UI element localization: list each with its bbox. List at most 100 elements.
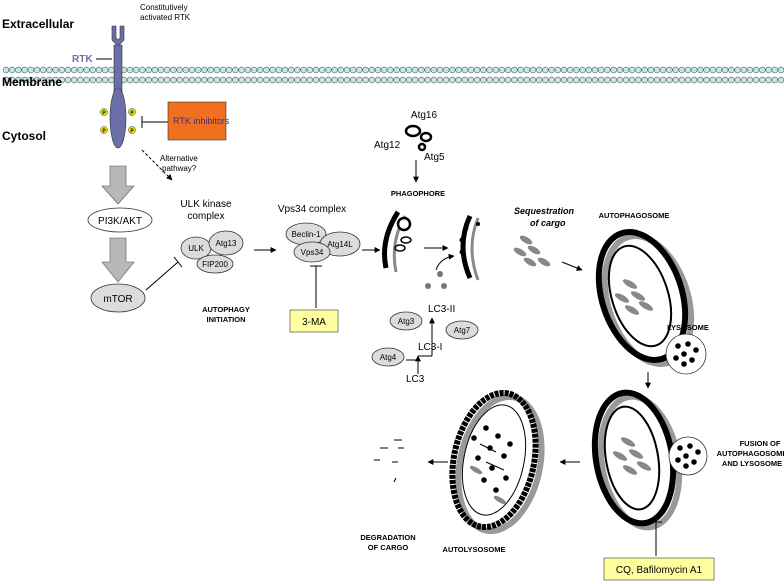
membrane-bead [505,76,512,84]
membrane-bead [622,66,630,74]
membrane-bead [126,76,134,84]
atg3-label: Atg3 [398,317,415,326]
atg4-node [371,347,405,367]
membrane-bead [2,76,10,84]
label-cytosol: Cytosol [2,129,46,143]
membrane-bead [164,76,171,84]
membrane-bead [672,66,679,74]
initiation-line2: INITIATION [206,315,245,324]
membrane-bead [616,76,623,84]
membrane-bead [89,66,97,74]
phospho-group [100,108,136,134]
membrane-bead [777,66,784,74]
membrane-bead [170,66,177,74]
membrane-bead [350,66,357,74]
membrane-bead [331,76,338,84]
sequestration-line1: Sequestration [514,206,575,216]
membrane-bead [58,66,65,74]
membrane-bead [126,66,134,74]
membrane-bead [250,76,258,84]
membrane-bead [492,66,499,74]
membrane-bead [461,76,468,84]
membrane-bead [474,66,481,74]
membrane-bead [275,66,282,74]
membrane-bead [232,76,239,84]
fusion-line1: FUSION OF [740,439,781,448]
membrane-bead [529,66,537,74]
cargo-group [513,235,551,267]
membrane-bead [554,76,561,84]
beclin-label: Beclin-1 [292,230,321,239]
membrane-bead [312,76,320,84]
membrane-bead [777,76,784,84]
degradation-line1: DEGRADATION [360,533,415,542]
membrane-bead [443,76,450,84]
membrane-bead [492,76,499,84]
membrane-bead [39,76,47,84]
membrane-bead [381,76,388,84]
membrane-bead [746,66,754,74]
membrane-bead [560,66,568,74]
membrane-bead [151,66,159,74]
membrane-bead [387,66,394,74]
membrane-bead [219,66,227,74]
membrane-bead [306,76,313,84]
membrane-bead [566,66,574,74]
membrane-bead [95,66,103,74]
membrane-bead [145,76,152,84]
membrane-bead [15,76,22,84]
membrane-bead [89,76,97,84]
membrane-bead [188,76,196,84]
membrane-bead [257,76,264,84]
membrane-bead [226,66,233,74]
membrane-bead [449,66,456,74]
lysosome-label: LYSOSOME [667,323,709,332]
phagophore-membrane [382,210,412,273]
membrane-bead [182,76,190,84]
membrane-bead [8,66,16,74]
membrane-bead [771,76,778,84]
membrane-bead [690,66,698,74]
vps34-node [293,241,331,263]
membrane-bead [771,66,778,74]
membrane-bead [591,76,599,84]
label-membrane: Membrane [2,75,62,89]
cq-bafilomycin-label: CQ, Bafilomycin A1 [616,565,703,576]
membrane-bead [108,66,115,74]
membrane-bilayer [2,66,784,84]
membrane-bead [312,66,320,74]
membrane-bead [33,66,41,74]
membrane-bead [579,76,586,84]
mtor-node [90,283,146,313]
membrane-bead [145,66,152,74]
membrane-bead [195,66,202,74]
membrane-bead [232,66,239,74]
membrane-bead [467,66,475,74]
alt-pathway-line2: pathway? [162,164,197,173]
membrane-bead [39,66,47,74]
membrane-bead [412,66,419,74]
membrane-bead [288,66,295,74]
membrane-bead [275,76,282,84]
phospho-label-2: P [130,111,134,117]
membrane-bead [628,66,636,74]
membrane-bead [207,76,214,84]
atg7-label: Atg7 [454,326,471,335]
rtk-receptor [109,25,127,149]
membrane-bead [46,66,53,74]
membrane-bead [505,66,512,74]
membrane-bead [740,66,747,74]
membrane-bead [319,66,326,74]
membrane-bead [263,76,270,84]
membrane-bead [759,76,766,84]
membrane-bead [343,66,351,74]
membrane-bead [176,76,183,84]
membrane-bead [269,76,276,84]
atg16-label: Atg16 [411,110,438,121]
membrane-bead [58,76,65,84]
pi3k-akt-node [87,207,153,233]
membrane-bead [52,66,59,74]
membrane-bead [281,76,289,84]
membrane-bead [281,66,289,74]
fip200-node [196,254,234,274]
